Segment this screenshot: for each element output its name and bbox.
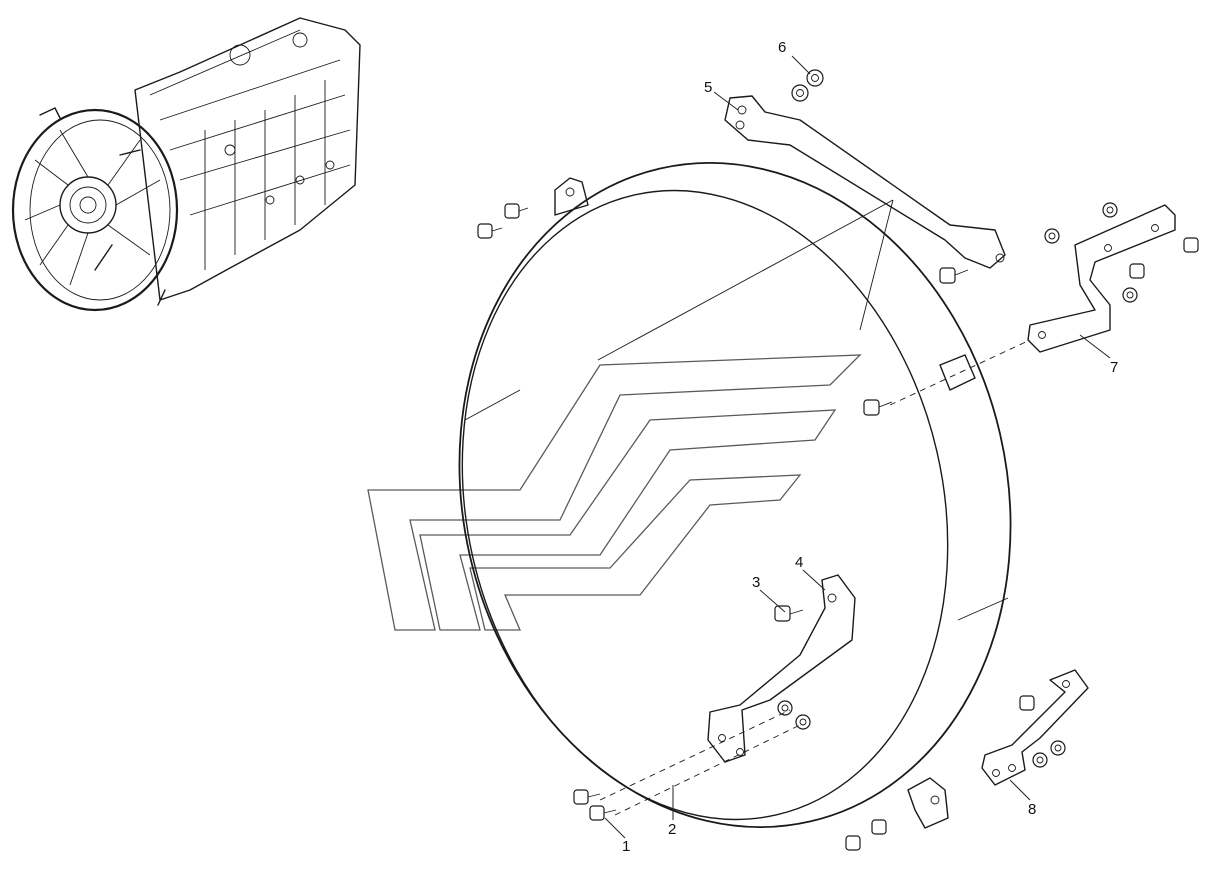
callout-7: 7: [1110, 359, 1118, 376]
bolt: [573, 789, 601, 805]
bolt: [1129, 263, 1145, 279]
bolt: [1019, 695, 1035, 711]
callout-leaders: [604, 55, 1111, 839]
bolt: [504, 203, 529, 219]
callout-3: 3: [752, 574, 760, 591]
callout-8: 8: [1028, 801, 1036, 818]
lower-right-bracket: [981, 669, 1089, 786]
bolt: [845, 835, 861, 851]
callout-numbers: 1 2 3 4 5 6 7 8: [622, 39, 1118, 855]
nuts-washers: [777, 69, 1138, 768]
callout-4: 4: [795, 554, 803, 571]
bolt: [1183, 237, 1199, 253]
fasteners: [477, 203, 1199, 851]
watermark-logo: [367, 354, 862, 631]
engine-thumbnail: [11, 17, 361, 312]
bolt: [939, 267, 969, 284]
bolt: [477, 223, 503, 239]
callout-5: 5: [704, 79, 712, 96]
callout-6: 6: [778, 39, 786, 56]
upper-bracket: [724, 95, 1006, 269]
bolt: [774, 605, 804, 622]
bolt: [871, 819, 887, 835]
callout-1: 1: [622, 838, 630, 855]
callout-2: 2: [668, 821, 676, 838]
shroud-tabs: [554, 177, 976, 829]
fan-shroud-ring: [458, 162, 1012, 828]
lower-middle-bracket: [707, 574, 856, 763]
assembly-lines: [599, 339, 1031, 816]
right-bracket: [1027, 204, 1176, 353]
bolt: [589, 805, 617, 821]
bolt: [863, 399, 893, 416]
